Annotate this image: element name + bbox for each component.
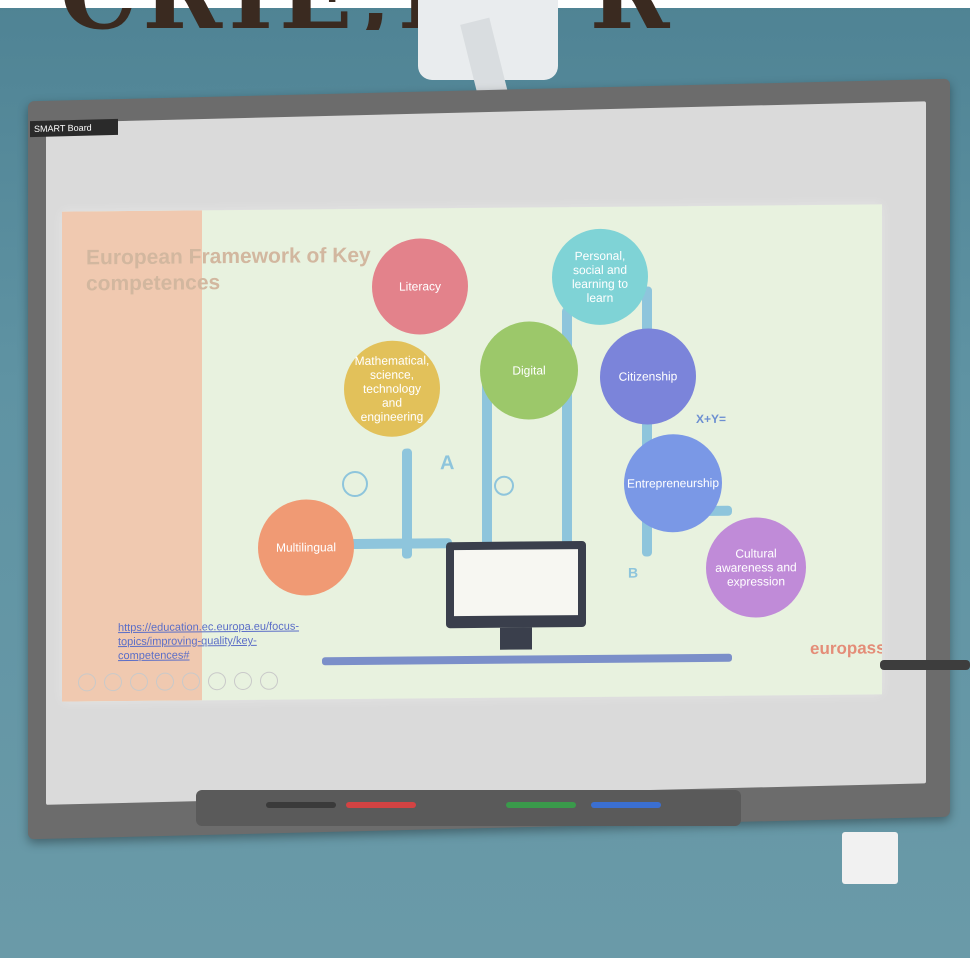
competence-entrepreneurship: Entrepreneurship bbox=[624, 433, 722, 533]
projected-slide: European Framework of Key competences Li… bbox=[62, 204, 882, 702]
desk-illustration bbox=[322, 653, 732, 666]
subtitles-icon[interactable] bbox=[208, 672, 226, 691]
slides-icon[interactable] bbox=[156, 672, 174, 691]
prev-icon[interactable] bbox=[78, 673, 96, 692]
competence-mathematical: Mathematical, science, technology and en… bbox=[344, 340, 440, 438]
competence-label: Mathematical, science, technology and en… bbox=[354, 353, 430, 424]
green-pen[interactable] bbox=[506, 802, 576, 808]
competence-label: Personal, social and learning to learn bbox=[571, 248, 629, 305]
pen-icon[interactable] bbox=[130, 672, 148, 691]
competence-citizenship: Citizenship bbox=[600, 328, 696, 425]
competence-label: Citizenship bbox=[618, 369, 678, 384]
more-icon[interactable] bbox=[260, 671, 278, 690]
monitor-stand bbox=[500, 627, 532, 650]
competence-label: Digital bbox=[512, 363, 546, 378]
wall-banner: CRIE,LE R bbox=[60, 0, 970, 30]
black-pen[interactable] bbox=[266, 802, 336, 808]
competence-personal: Personal, social and learning to learn bbox=[552, 228, 648, 326]
red-pen[interactable] bbox=[346, 802, 416, 808]
open-book-illustration bbox=[454, 549, 578, 617]
competence-digital: Digital bbox=[480, 321, 578, 420]
board-brand: SMART Board bbox=[30, 118, 118, 138]
competence-label: Cultural awareness and expression bbox=[715, 546, 797, 589]
cable bbox=[880, 660, 970, 670]
presentation-toolbar bbox=[78, 671, 278, 692]
equation-text: X+Y= bbox=[696, 411, 727, 427]
pen-tray bbox=[196, 790, 741, 826]
slide-title: European Framework of Key competences bbox=[86, 243, 371, 296]
camera-icon[interactable] bbox=[234, 671, 252, 691]
hexagon-icon bbox=[342, 470, 368, 498]
competence-label: Entrepreneurship bbox=[626, 475, 720, 491]
zoom-icon[interactable] bbox=[182, 672, 200, 691]
next-icon[interactable] bbox=[104, 673, 122, 692]
europass-logo: europass bbox=[810, 638, 882, 659]
competence-cultural: Cultural awareness and expression bbox=[706, 517, 806, 618]
letter-a: A bbox=[440, 452, 455, 475]
letter-b: B bbox=[628, 564, 639, 581]
competence-literacy: Literacy bbox=[372, 238, 468, 335]
competence-label: Literacy bbox=[398, 279, 442, 294]
check-icon bbox=[494, 475, 514, 496]
blue-pen[interactable] bbox=[591, 802, 661, 808]
competence-label: Multilingual bbox=[275, 540, 337, 555]
source-link[interactable]: https://education.ec.europa.eu/focus-top… bbox=[118, 620, 300, 663]
monitor-illustration bbox=[446, 541, 586, 629]
wall-socket bbox=[842, 832, 898, 884]
competence-multilingual: Multilingual bbox=[258, 499, 354, 596]
